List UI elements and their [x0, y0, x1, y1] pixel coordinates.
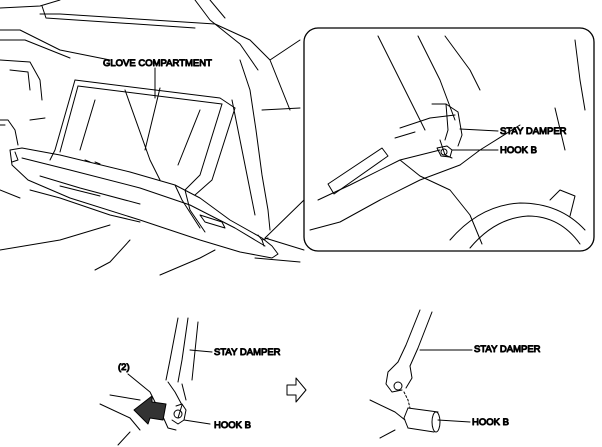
next-step-arrow [286, 377, 307, 403]
detail-inset [303, 27, 595, 252]
push-arrow [133, 395, 167, 425]
right-hook-b-label: HOOK B [472, 417, 509, 428]
right-stay-damper-label: STAY DAMPER [474, 344, 541, 355]
detail-stay-damper-label: STAY DAMPER [500, 126, 567, 137]
step-removed-illustration [369, 309, 473, 439]
detail-inset-frame [303, 27, 595, 252]
left-stay-damper-label: STAY DAMPER [214, 347, 281, 358]
glove-compartment-bin [49, 79, 236, 196]
glove-compartment-label: GLOVE COMPARTMENT [103, 58, 212, 69]
left-hook-b-label: HOOK B [214, 420, 251, 431]
detail-stay-damper [431, 103, 463, 159]
glove-compartment-door [9, 147, 279, 259]
detail-callout-lines [264, 199, 305, 251]
dashboard-illustration [0, 0, 305, 276]
detail-hook-b-label: HOOK B [500, 145, 537, 156]
step-number-label: (2) [118, 362, 130, 373]
step-removal-illustration [99, 317, 213, 446]
